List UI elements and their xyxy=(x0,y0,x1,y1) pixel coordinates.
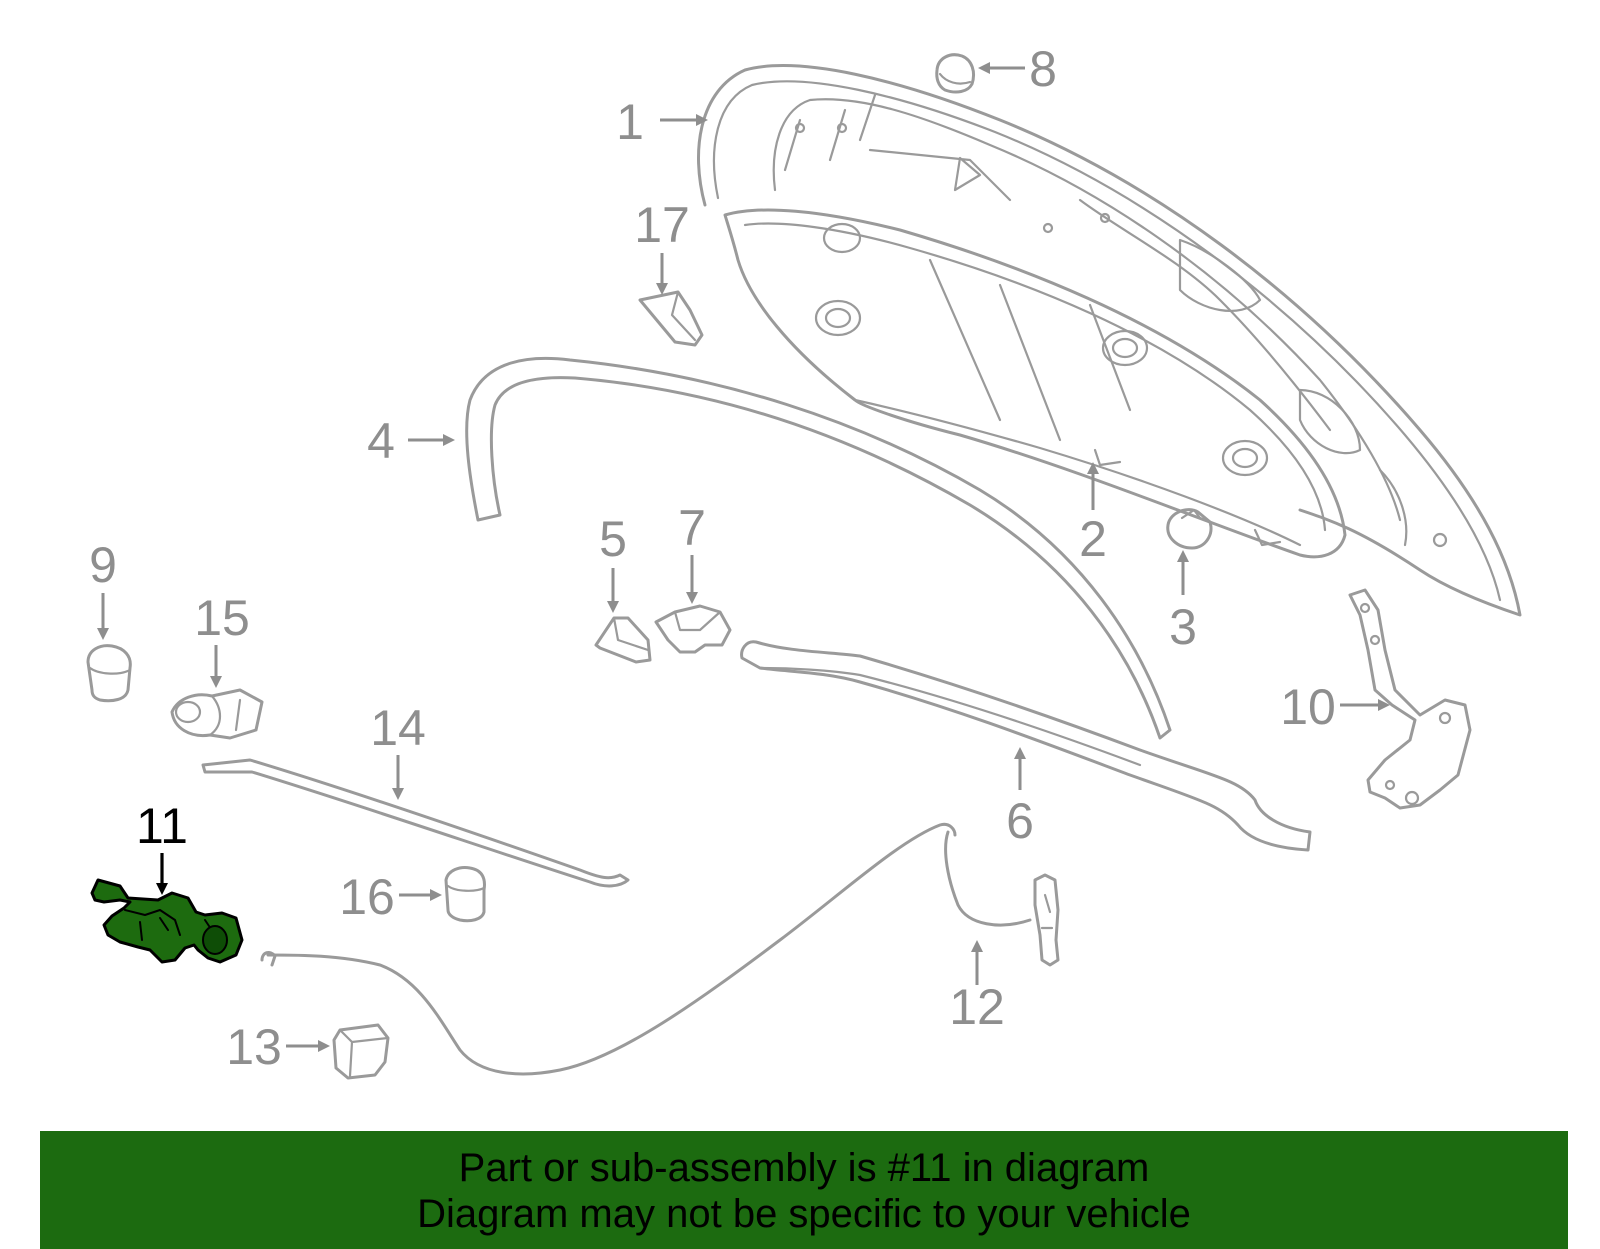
callout-13: 13 xyxy=(226,1019,282,1075)
part-13-bumper[interactable] xyxy=(332,1023,390,1080)
caption-banner: Part or sub-assembly is #11 in diagram D… xyxy=(40,1131,1568,1249)
part-8-bumper[interactable] xyxy=(935,53,976,94)
callout-3: 3 xyxy=(1169,599,1197,655)
part-2-insulator[interactable] xyxy=(723,208,1347,559)
callout-6: 6 xyxy=(1006,793,1034,849)
callout-15: 15 xyxy=(194,590,250,646)
caption-line-2: Diagram may not be specific to your vehi… xyxy=(417,1192,1191,1236)
callout-16: 16 xyxy=(339,869,395,925)
part-1-hood[interactable] xyxy=(697,64,1522,617)
part-12-release-handle[interactable] xyxy=(260,822,1060,1076)
part-7-bracket[interactable] xyxy=(654,604,732,654)
callout-labels: 1 2 3 4 5 6 7 8 9 10 11 12 13 14 15 16 1… xyxy=(89,41,1336,1075)
part-9-bumper[interactable] xyxy=(86,644,132,703)
part-14-prop-rod[interactable] xyxy=(201,758,630,888)
callout-9: 9 xyxy=(89,537,117,593)
caption-line-1: Part or sub-assembly is #11 in diagram xyxy=(458,1146,1150,1190)
part-11-latch[interactable] xyxy=(90,878,244,964)
callout-8: 8 xyxy=(1029,41,1057,97)
part-10-hinge[interactable] xyxy=(1348,588,1472,810)
part-3-clip[interactable] xyxy=(1166,508,1213,550)
leader-arrows xyxy=(97,62,1390,1052)
callout-1: 1 xyxy=(616,94,644,150)
part-15-grommet[interactable] xyxy=(170,688,264,740)
callout-5: 5 xyxy=(599,511,627,567)
callout-10: 10 xyxy=(1280,679,1336,735)
callout-2: 2 xyxy=(1079,511,1107,567)
part-4-seal[interactable] xyxy=(465,356,1172,740)
callout-17: 17 xyxy=(634,197,690,253)
callout-14: 14 xyxy=(370,700,426,756)
part-17-pad[interactable] xyxy=(638,290,704,347)
part-5-bracket[interactable] xyxy=(594,616,652,664)
callout-12: 12 xyxy=(949,979,1005,1035)
callout-7: 7 xyxy=(678,500,706,556)
part-6-seal[interactable] xyxy=(740,640,1312,852)
callout-11: 11 xyxy=(136,798,188,854)
callout-4: 4 xyxy=(367,413,395,469)
part-16-bumper[interactable] xyxy=(444,866,486,923)
